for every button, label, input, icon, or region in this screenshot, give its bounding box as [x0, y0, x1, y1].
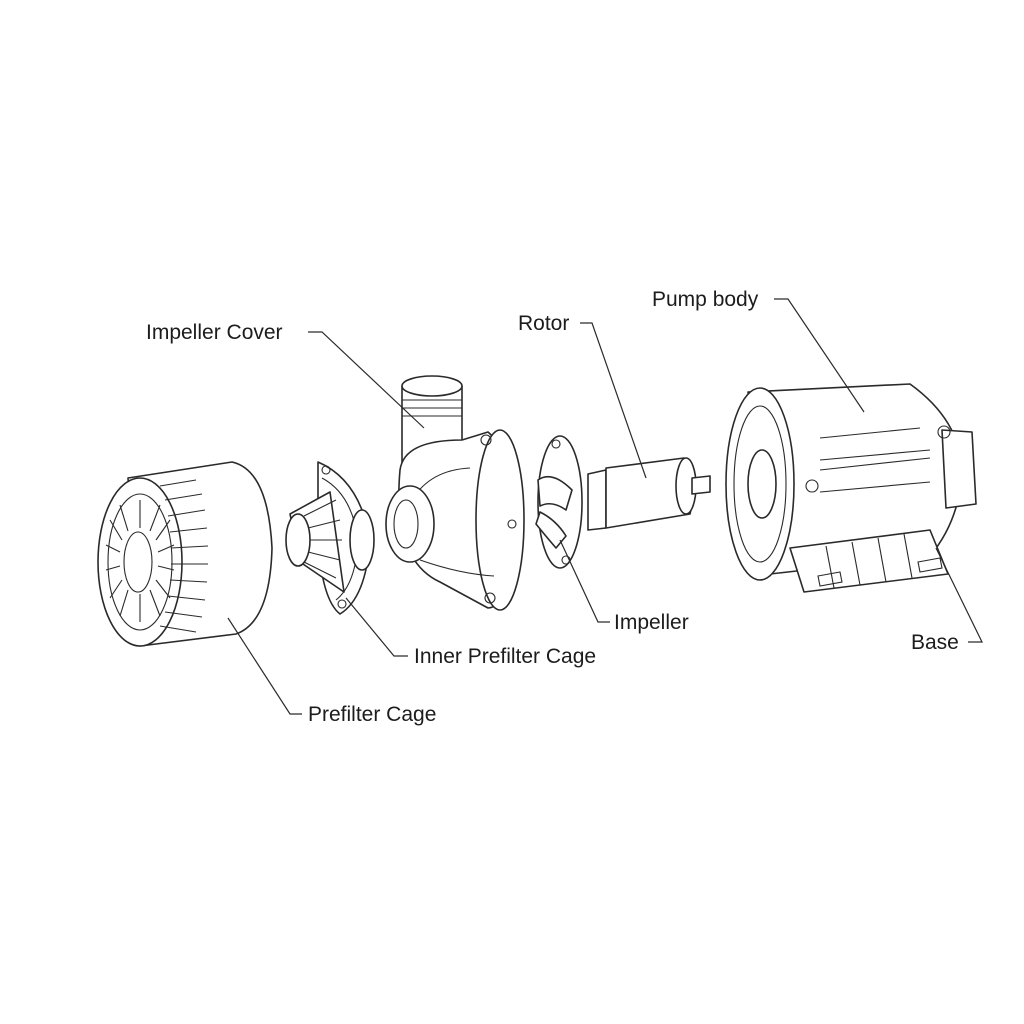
label-impeller-cover: Impeller Cover: [146, 321, 283, 344]
label-impeller: Impeller: [614, 611, 689, 634]
inner-prefilter-cage: [285, 461, 375, 615]
label-base: Base: [911, 631, 959, 654]
impeller-cover: [385, 375, 525, 611]
label-rotor: Rotor: [518, 312, 569, 335]
label-prefilter-cage: Prefilter Cage: [308, 703, 436, 726]
rotor: [587, 457, 711, 531]
pump-body: [725, 383, 977, 581]
prefilter-cage: [97, 461, 273, 647]
label-inner-prefilter-cage: Inner Prefilter Cage: [414, 645, 596, 668]
label-pump-body: Pump body: [652, 288, 759, 311]
impeller: [535, 435, 583, 569]
leader-lines: [227, 298, 983, 715]
base: [789, 529, 949, 593]
